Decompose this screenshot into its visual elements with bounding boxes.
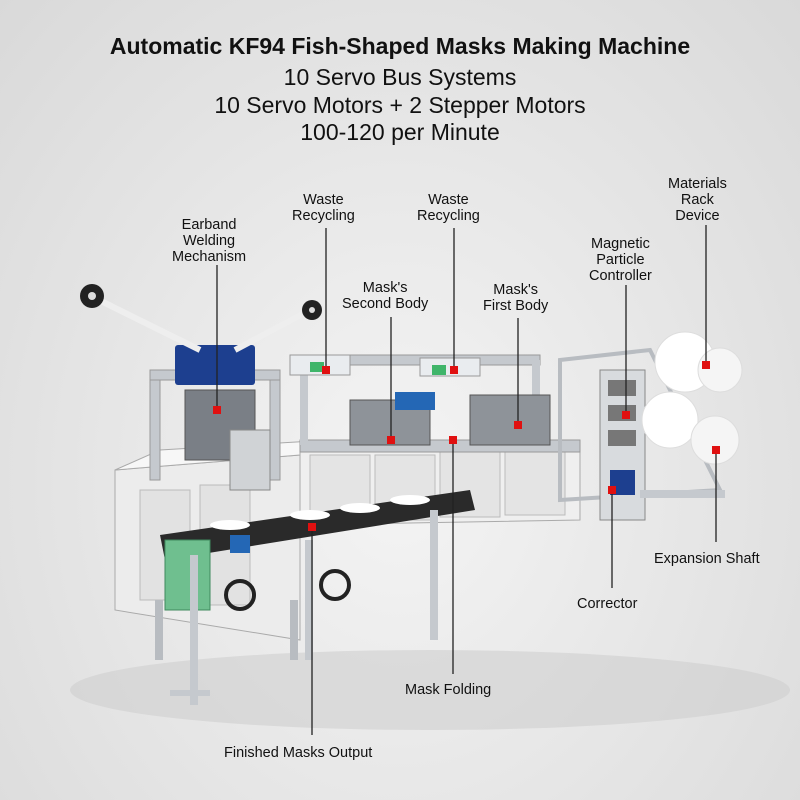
marker-corrector [608, 486, 616, 494]
marker-earband [213, 406, 221, 414]
marker-materials [702, 361, 710, 369]
materials-rack [558, 331, 743, 521]
label-mask-folding: Mask Folding [405, 682, 492, 698]
marker-waste-1 [322, 366, 330, 374]
label-corrector: Corrector [577, 596, 638, 612]
subtitle-servo-bus: 10 Servo Bus Systems [283, 64, 517, 90]
body-forming-units [289, 354, 551, 446]
leader-lines [216, 225, 717, 735]
marker-output [308, 523, 316, 531]
subtitle-speed: 100-120 per Minute [300, 119, 500, 145]
marker-folding [449, 436, 457, 444]
marker-expansion [712, 446, 720, 454]
earband-frame [80, 284, 340, 495]
marker-waste-2 [450, 366, 458, 374]
output-conveyor [160, 490, 475, 705]
label-finished-output: Finished Masks Output [224, 745, 373, 761]
label-expansion-shaft: Expansion Shaft [654, 551, 760, 567]
marker-second-body [387, 436, 395, 444]
marker-points [213, 361, 720, 531]
floor-shadow [70, 650, 790, 730]
marker-first-body [514, 421, 522, 429]
subtitle-motors: 10 Servo Motors + 2 Stepper Motors [214, 92, 586, 118]
marker-magnetic [622, 411, 630, 419]
diagram-title: Automatic KF94 Fish-Shaped Masks Making … [109, 33, 691, 59]
